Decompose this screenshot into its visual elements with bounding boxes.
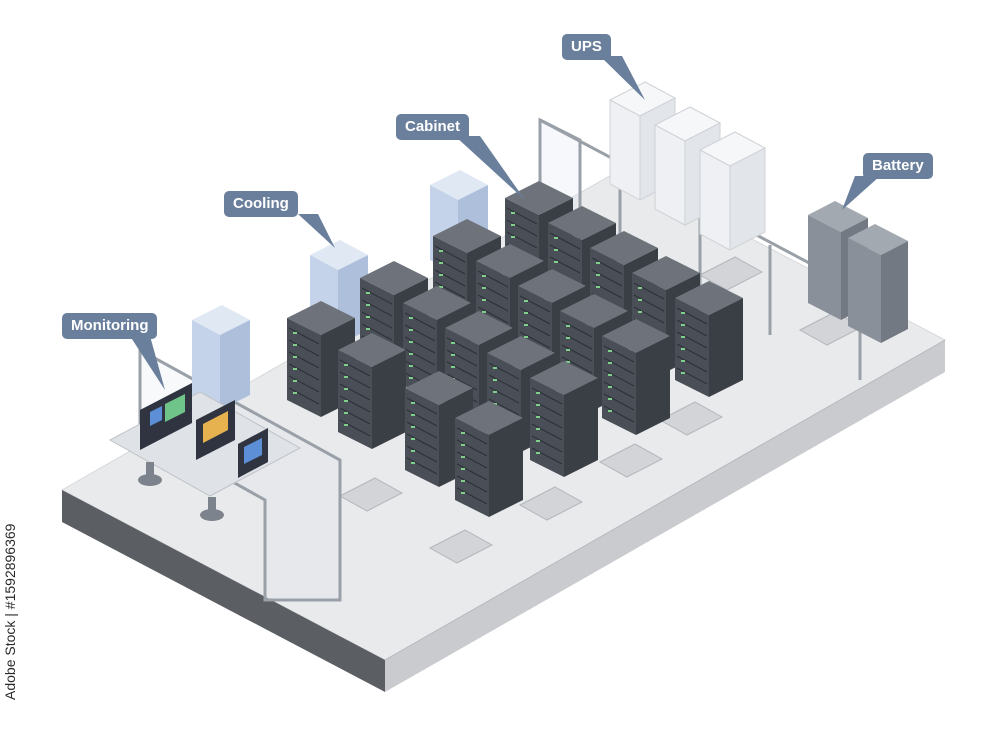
- cabinet-pointer: [455, 136, 525, 200]
- battery-pointer: [842, 176, 880, 210]
- battery-cabinets: [808, 201, 908, 343]
- monitoring-label: Monitoring: [62, 313, 158, 339]
- monitor-wall: [140, 383, 268, 478]
- floor-side-right: [385, 340, 945, 692]
- cooling-label: Cooling: [224, 191, 298, 217]
- office-chairs: [138, 462, 224, 521]
- floor-side-left: [62, 490, 385, 692]
- monitoring-pointer: [130, 336, 165, 390]
- ups-unit-3: [698, 131, 767, 251]
- callout-pointers: [130, 56, 880, 390]
- server-rack: [455, 401, 523, 517]
- cooling-units: [192, 170, 488, 410]
- server-rack: [675, 281, 743, 397]
- cooling-unit-3: [192, 305, 250, 410]
- ups-label: UPS: [562, 34, 611, 60]
- floor-vents: [338, 256, 864, 564]
- monitoring-station: [108, 383, 302, 521]
- cooling-pointer: [298, 214, 335, 248]
- cabinet-label: Cabinet: [396, 114, 470, 140]
- ups-units: [608, 81, 767, 251]
- server-rack: [602, 319, 670, 435]
- ups-pointer: [600, 56, 645, 100]
- server-rack: [530, 361, 598, 477]
- battery-label: Battery: [863, 153, 933, 179]
- stock-id-caption: Adobe Stock | #1592896369: [2, 523, 18, 700]
- server-racks: [287, 181, 743, 517]
- server-rack: [338, 333, 406, 449]
- battery-cabinet-2: [848, 224, 908, 343]
